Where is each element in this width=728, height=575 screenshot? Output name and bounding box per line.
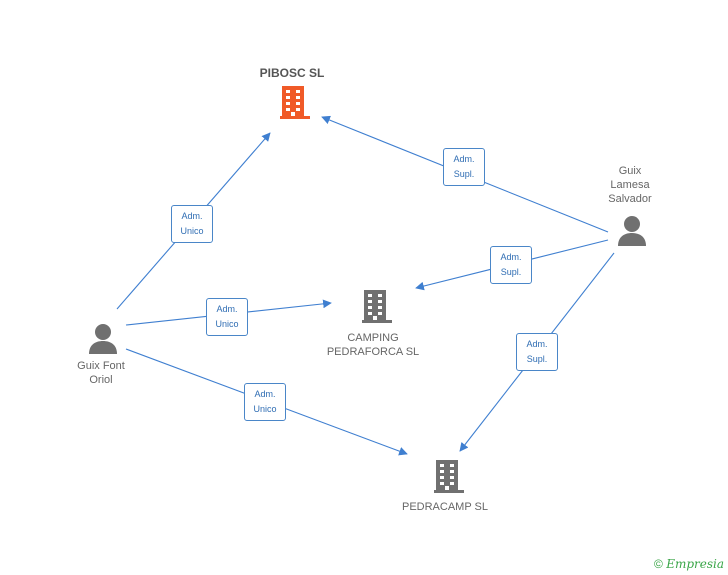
copyright-icon: © (654, 557, 663, 571)
building-icon[interactable] (280, 86, 312, 125)
person-icon[interactable] (88, 323, 118, 360)
edge-label[interactable]: Adm. Unico (171, 205, 213, 243)
person-name-guix-lamesa[interactable]: Guix Lamesa Salvador (608, 165, 652, 205)
building-icon[interactable] (362, 290, 394, 329)
company-name-pibosc[interactable]: PIBOSC SL (259, 66, 325, 80)
company-name-pedracamp[interactable]: PEDRACAMP SL (402, 501, 488, 513)
edge-label[interactable]: Adm. Supl. (490, 246, 532, 284)
brand-logo[interactable]: Empresia (666, 557, 724, 571)
person-name-guix-font[interactable]: Guix Font Oriol (77, 360, 125, 386)
edge-label[interactable]: Adm. Unico (244, 383, 286, 421)
company-name-camping[interactable]: CAMPING PEDRAFORCA SL (326, 332, 420, 358)
edge-label[interactable]: Adm. Supl. (516, 333, 558, 371)
building-icon[interactable] (434, 460, 466, 499)
person-icon[interactable] (617, 215, 647, 252)
edge-label[interactable]: Adm. Supl. (443, 148, 485, 186)
footer: © Empresia (654, 557, 724, 571)
edge-label[interactable]: Adm. Unico (206, 298, 248, 336)
